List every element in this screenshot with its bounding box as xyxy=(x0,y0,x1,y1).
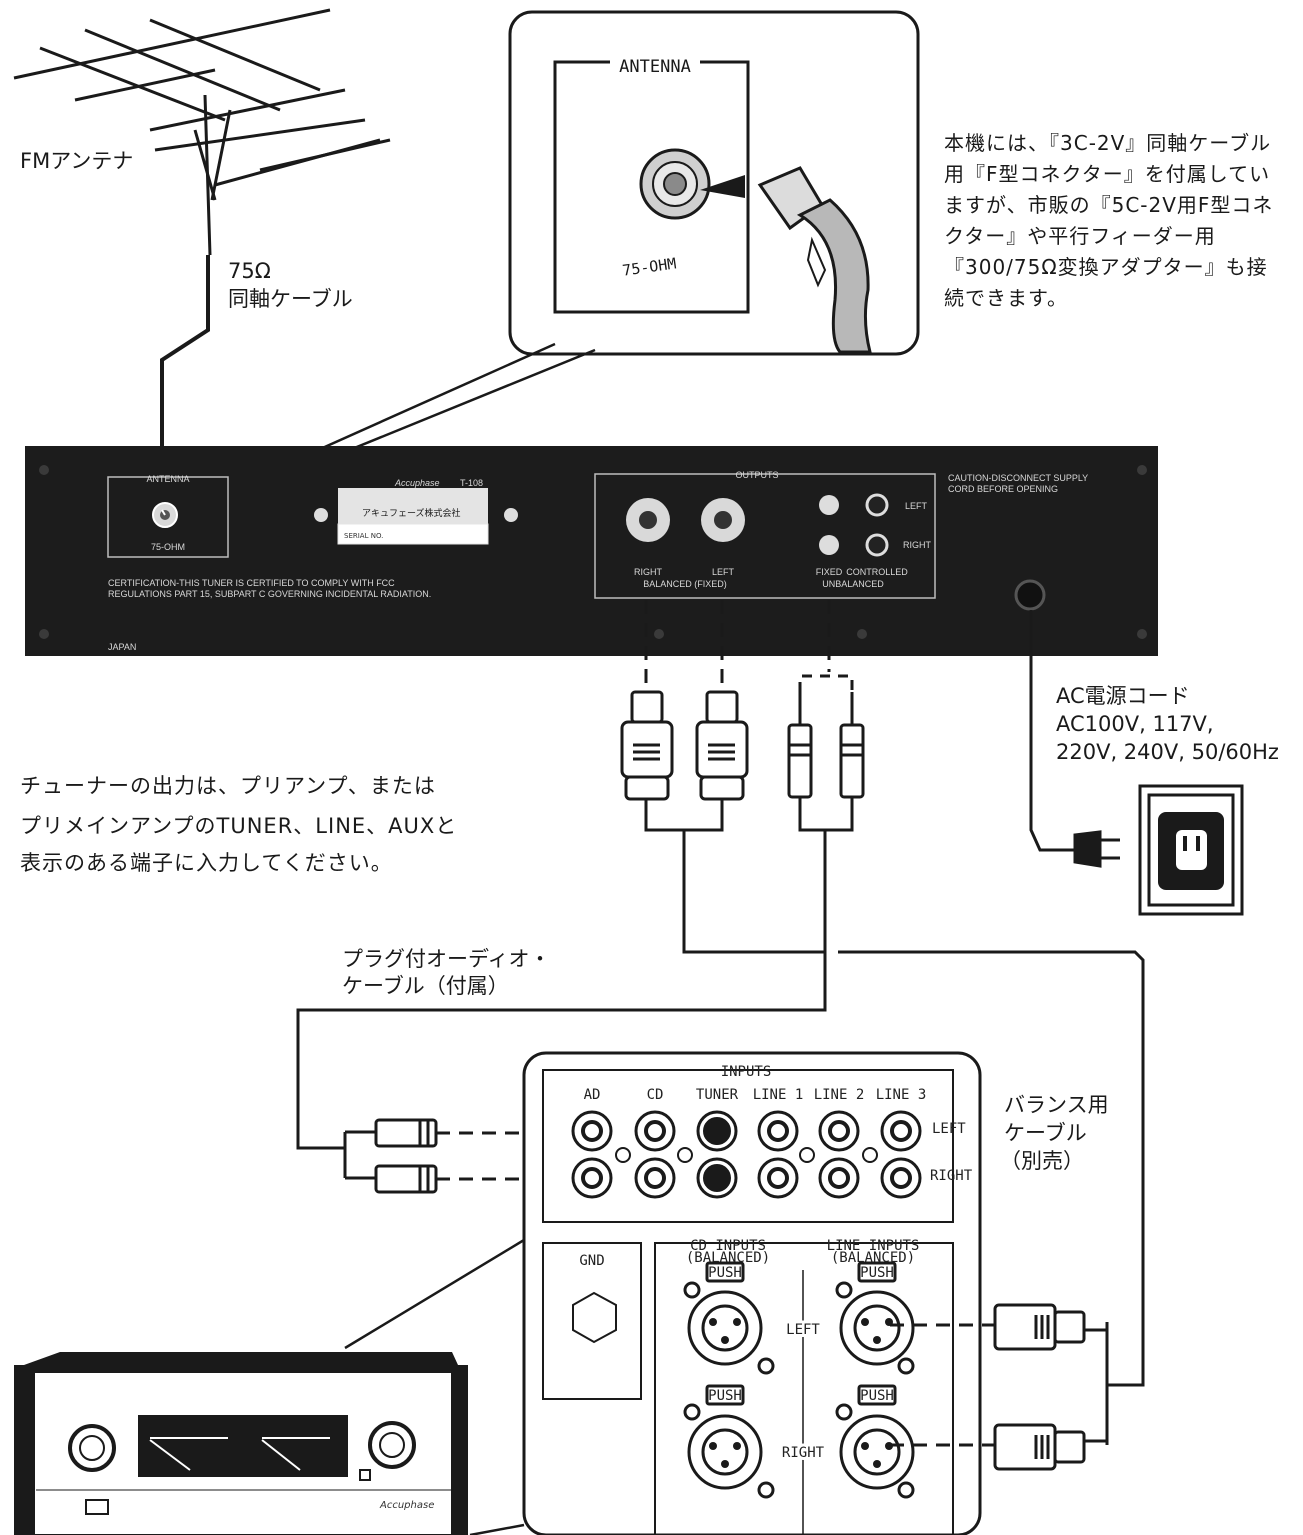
xlr-plug-left xyxy=(695,690,749,801)
input-name-1: CD xyxy=(647,1087,664,1103)
rca-jack-center-0-0 xyxy=(581,1120,603,1142)
balanced-dashed xyxy=(890,1323,995,1447)
coax-cable xyxy=(160,255,210,510)
amplifier-front xyxy=(14,1352,468,1535)
amp-front-brand: Accuphase xyxy=(379,1500,434,1511)
panel-screw-3 xyxy=(862,1147,878,1163)
xlr-left-label: LEFT xyxy=(786,1322,820,1338)
tuner-maker: アキュフェーズ株式会社 xyxy=(362,507,461,519)
amp-row-left: LEFT xyxy=(932,1121,966,1137)
tuner-out-right: RIGHT xyxy=(634,567,663,577)
output-note-2: プリメインアンプのTUNER、LINE、AUXと xyxy=(20,814,458,838)
ac-plug xyxy=(1073,830,1120,868)
tuner-model: T-108 xyxy=(460,478,483,488)
amp-cd-balanced: (BALANCED) xyxy=(686,1250,770,1266)
tuner-output-cables xyxy=(644,600,854,692)
panel-screw-1 xyxy=(677,1147,693,1163)
tuner-antenna-ohm: 75-OHM xyxy=(151,542,185,552)
rca-jack-center-3-0 xyxy=(767,1120,789,1142)
wall-outlet xyxy=(1138,784,1244,916)
coax-cable-label: 同軸ケーブル xyxy=(228,287,353,311)
push-label-3: PUSH xyxy=(708,1388,742,1404)
tuner-caution-2: CORD BEFORE OPENING xyxy=(948,484,1058,494)
rca-jack-center-2-0 xyxy=(703,1117,731,1145)
amp-row-right: RIGHT xyxy=(930,1168,973,1184)
tuner-rear-panel xyxy=(25,446,1158,656)
xlr-input-jacks xyxy=(683,1261,915,1499)
tuner-country: JAPAN xyxy=(108,642,136,652)
audio-cable-label-1: プラグ付オーディオ・ xyxy=(342,947,551,971)
panel-screw-2 xyxy=(799,1147,815,1163)
xlr-pins xyxy=(709,1318,893,1468)
tuner-serial: SERIAL NO. xyxy=(344,532,383,540)
amp-line-inputs: LINE INPUTS xyxy=(827,1238,920,1254)
input-name-0: AD xyxy=(584,1087,601,1103)
input-name-5: LINE 3 xyxy=(876,1087,927,1103)
rca-jack-center-2-1 xyxy=(703,1164,731,1192)
output-note-3: 表示のある端子に入力してください。 xyxy=(20,851,393,875)
xlr-plug-right xyxy=(620,690,674,801)
push-label-2: PUSH xyxy=(860,1265,894,1281)
rca-input-jacks xyxy=(571,1110,922,1199)
fm-antenna-illustration xyxy=(13,8,391,256)
amp-gnd: GND xyxy=(579,1253,604,1269)
antenna-connector-note: 本機には、『3C-2V』同軸ケーブル用『F型コネクター』を付属していますが、市販… xyxy=(944,131,1274,310)
tuner-fixed: FIXED xyxy=(816,567,843,577)
rca-plug-pair xyxy=(787,692,865,799)
tuner-caution-1: CAUTION-DISCONNECT SUPPLY xyxy=(948,473,1088,483)
push-label-4: PUSH xyxy=(860,1388,894,1404)
input-name-3: LINE 1 xyxy=(753,1087,804,1103)
coax-75-label: 75Ω xyxy=(228,259,271,283)
rca-jack-center-4-1 xyxy=(828,1167,850,1189)
xlr-right-label: RIGHT xyxy=(782,1445,825,1461)
amp-input-names: AD CD TUNER LINE 1 LINE 2 LINE 3 xyxy=(584,1087,927,1103)
output-note-1: チューナーの出力は、プリアンプ、または xyxy=(20,774,436,798)
antenna-zoom-callout xyxy=(176,10,920,517)
zoom-antenna-title: ANTENNA xyxy=(619,57,691,77)
tuner-balanced-fixed: BALANCED (FIXED) xyxy=(643,579,727,589)
tuner-controlled: CONTROLLED xyxy=(846,567,908,577)
amp-inputs-title: INPUTS xyxy=(721,1064,772,1080)
ac-voltage-1: AC100V, 117V, xyxy=(1056,712,1214,736)
signal-cables xyxy=(296,797,1145,1445)
input-name-2: TUNER xyxy=(696,1087,739,1103)
push-label-1: PUSH xyxy=(708,1265,742,1281)
panel-screw-0 xyxy=(615,1147,631,1163)
tuner-brand: Accuphase xyxy=(394,478,440,488)
ac-voltage-2: 220V, 240V, 50/60Hz xyxy=(1056,740,1279,764)
tuner-certification-1: CERTIFICATION-THIS TUNER IS CERTIFIED TO… xyxy=(108,578,395,588)
amp-line-balanced: (BALANCED) xyxy=(831,1250,915,1266)
ac-cord-label: AC電源コード xyxy=(1056,684,1190,708)
tuner-row-right: RIGHT xyxy=(903,540,932,550)
rca-jack-center-4-0 xyxy=(828,1120,850,1142)
input-name-4: LINE 2 xyxy=(814,1087,865,1103)
balance-cable-label-2: ケーブル xyxy=(1004,1121,1087,1145)
ac-power-cord xyxy=(1029,610,1080,852)
tuner-outputs: OUTPUTS xyxy=(735,470,778,480)
tuner-antenna-label: ANTENNA xyxy=(146,474,189,484)
rca-jack-center-1-0 xyxy=(644,1120,666,1142)
rca-plugs-to-amp xyxy=(374,1118,438,1194)
tuner-out-left: LEFT xyxy=(712,567,735,577)
rca-jack-center-1-1 xyxy=(644,1167,666,1189)
tuner-certification-2: REGULATIONS PART 15, SUBPART C GOVERNING… xyxy=(108,589,431,599)
tuner-row-left: LEFT xyxy=(905,501,928,511)
rca-jack-center-5-1 xyxy=(890,1167,912,1189)
fm-antenna-label: FMアンテナ xyxy=(20,149,134,173)
balance-cable-label-3: （別売） xyxy=(1000,1149,1084,1173)
amp-cd-inputs: CD INPUTS xyxy=(690,1238,766,1254)
rca-jack-center-0-1 xyxy=(581,1167,603,1189)
rca-jack-center-3-1 xyxy=(767,1167,789,1189)
balance-cable-label-1: バランス用 xyxy=(1004,1093,1109,1117)
tuner-unbalanced: UNBALANCED xyxy=(822,579,884,589)
balanced-xlr-plugs xyxy=(993,1303,1086,1471)
audio-cable-label-2: ケーブル（付属） xyxy=(342,974,509,998)
rca-jack-center-5-0 xyxy=(890,1120,912,1142)
